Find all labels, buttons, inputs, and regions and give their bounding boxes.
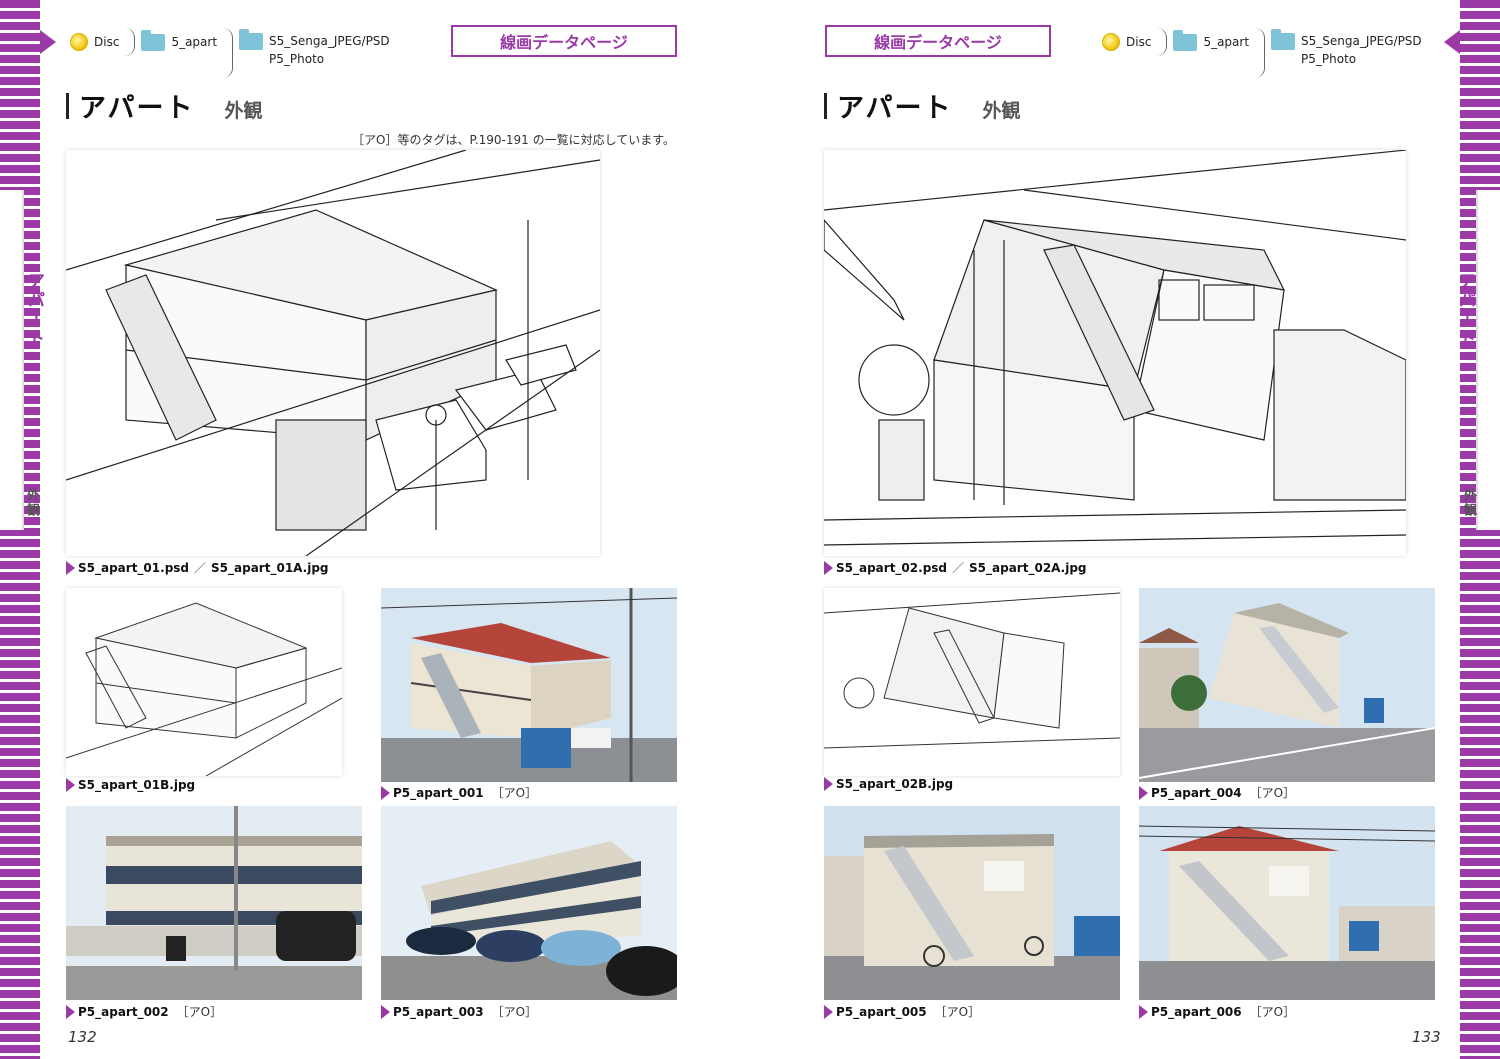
right-section-label: 線画データページ: [825, 25, 1051, 57]
right-breadcrumb: Disc 5_apart S5_Senga_JPEG/PSD P5_Photo: [1102, 28, 1422, 78]
sketch-apart-02b: [824, 588, 1120, 776]
caption-apart-01: S5_apart_01.psd ／ S5_apart_01A.jpg: [66, 559, 329, 576]
disc-icon: [1102, 33, 1120, 51]
left-page-title: アパート 外観: [66, 86, 262, 125]
disc-icon: [70, 33, 88, 51]
sketch-apart-01b: [66, 588, 342, 776]
caption-apart-006: P5_apart_006 ［アO］: [1139, 1003, 1295, 1020]
sketch-apart-01: [66, 150, 600, 556]
right-edge-tab-main: アパート: [1455, 272, 1475, 348]
caption-apart-01b: S5_apart_01B.jpg: [66, 778, 195, 792]
left-section-label: 線画データページ: [451, 25, 677, 57]
page-number-left: 132: [68, 1028, 97, 1046]
tag-note: ［アO］等のタグは、P.190-191 の一覧に対応しています。: [352, 133, 676, 147]
right-edge-tab-sub: 外観: [1461, 488, 1476, 518]
photo-apart-003: [381, 806, 677, 1000]
caption-apart-02b: S5_apart_02B.jpg: [824, 777, 953, 791]
right-edge-stripes: アパート 外観: [1444, 0, 1500, 1059]
photo-apart-006: [1139, 806, 1435, 1000]
folder-icon: [1173, 29, 1198, 51]
left-edge-tab-sub: 外観: [24, 488, 39, 518]
caption-apart-001: P5_apart_001 ［アO］: [381, 784, 537, 801]
folder-icon: [141, 29, 166, 51]
left-breadcrumb: Disc 5_apart S5_Senga_JPEG/PSD P5_Photo: [70, 28, 390, 78]
sketch-apart-02: [824, 150, 1406, 556]
page-number-right: 133: [1412, 1028, 1441, 1046]
left-edge-stripes: アパート 外観: [0, 0, 56, 1059]
folder-icon: [1271, 28, 1296, 50]
caption-apart-004: P5_apart_004 ［アO］: [1139, 784, 1295, 801]
caption-apart-002: P5_apart_002 ［アO］: [66, 1003, 222, 1020]
photo-apart-005: [824, 806, 1120, 1000]
photo-apart-001: [381, 588, 677, 782]
caption-apart-02: S5_apart_02.psd ／ S5_apart_02A.jpg: [824, 559, 1087, 576]
folder-icon: [239, 28, 264, 50]
photo-apart-004: [1139, 588, 1435, 782]
right-page-title: アパート 外観: [824, 86, 1020, 125]
caption-apart-003: P5_apart_003 ［アO］: [381, 1003, 537, 1020]
caption-apart-005: P5_apart_005 ［アO］: [824, 1003, 980, 1020]
left-edge-tab-main: アパート: [24, 272, 44, 348]
photo-apart-002: [66, 806, 362, 1000]
